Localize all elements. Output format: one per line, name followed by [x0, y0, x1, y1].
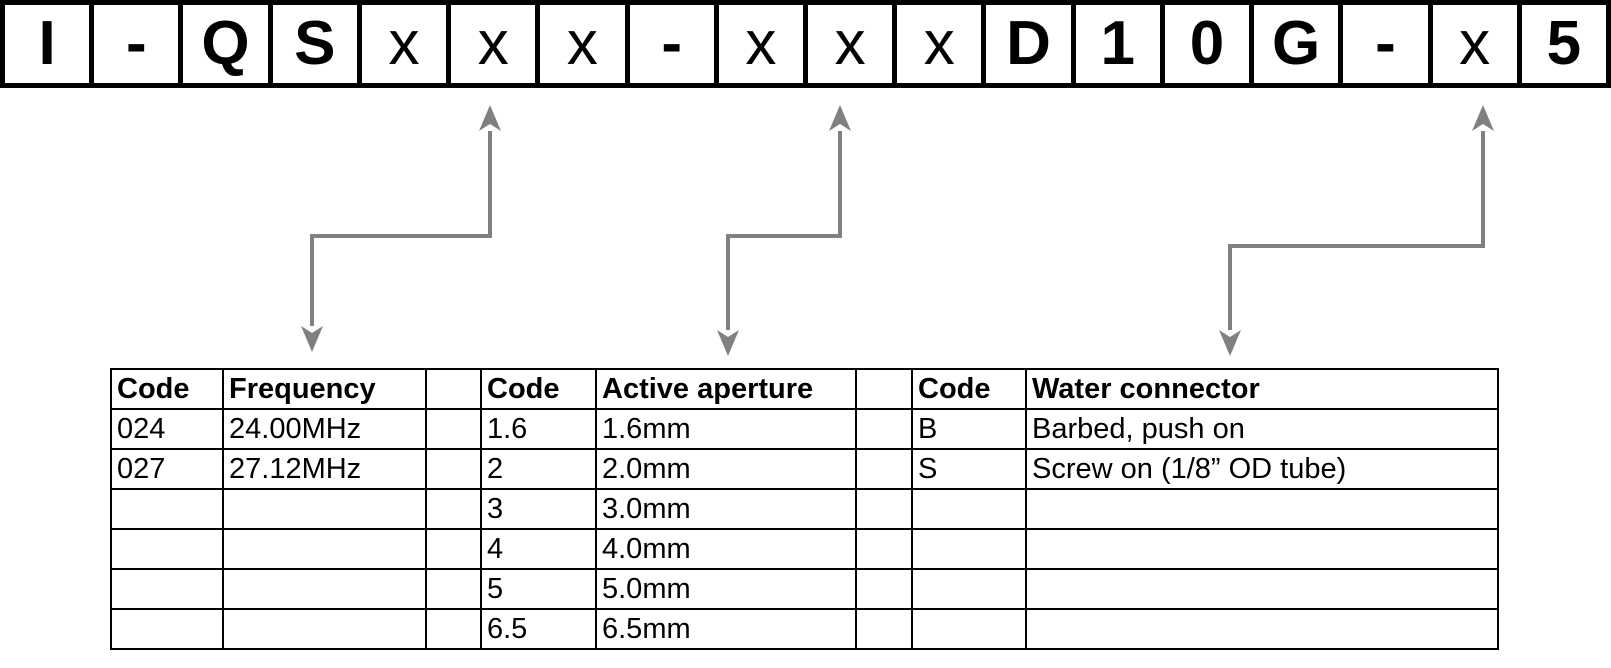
part-number-cell-18[interactable]: 5	[1521, 5, 1611, 83]
part-number-cell-5[interactable]: x	[361, 5, 452, 83]
header-spacer-1	[425, 368, 482, 410]
cell-spacer-2	[855, 608, 913, 650]
cell-spacer-1	[425, 568, 482, 610]
table-row[interactable]: 027 27.12MHz 2 2.0mm S Screw on (1/8” OD…	[110, 448, 1499, 490]
cell-aperture-value: 6.5mm	[595, 608, 857, 650]
cell-frequency-code	[110, 568, 224, 610]
cell-water-value: Barbed, push on	[1025, 408, 1499, 450]
cell-frequency-value	[222, 488, 427, 530]
cell-water-code	[911, 608, 1027, 650]
cell-water-code: S	[911, 448, 1027, 490]
cell-aperture-value: 4.0mm	[595, 528, 857, 570]
cell-spacer-1	[425, 408, 482, 450]
cell-aperture-code: 5	[480, 568, 597, 610]
specification-table-wrapper: Code Frequency Code Active aperture Code…	[110, 368, 1499, 650]
part-number-cell-11[interactable]: x	[897, 5, 987, 83]
part-number-cell-12[interactable]: D	[986, 5, 1076, 83]
cell-frequency-code	[110, 608, 224, 650]
part-number-cell-14[interactable]: 0	[1164, 5, 1255, 83]
part-number-cell-2[interactable]: -	[94, 5, 184, 83]
connector-arrow-frequency	[301, 105, 501, 352]
cell-spacer-2	[855, 528, 913, 570]
cell-aperture-value: 5.0mm	[595, 568, 857, 610]
cell-water-code: B	[911, 408, 1027, 450]
header-water-value: Water connector	[1025, 368, 1499, 410]
cell-spacer-2	[855, 448, 913, 490]
header-water-code: Code	[911, 368, 1027, 410]
cell-frequency-code: 024	[110, 408, 224, 450]
cell-frequency-value: 27.12MHz	[222, 448, 427, 490]
cell-water-value	[1025, 488, 1499, 530]
part-number-cell-8[interactable]: -	[629, 5, 719, 83]
cell-water-value: Screw on (1/8” OD tube)	[1025, 448, 1499, 490]
cell-spacer-1	[425, 448, 482, 490]
table-row[interactable]: 6.5 6.5mm	[110, 608, 1499, 650]
cell-aperture-code: 2	[480, 448, 597, 490]
part-number-cell-7[interactable]: x	[540, 5, 630, 83]
part-number-cell-9[interactable]: x	[718, 5, 808, 83]
cell-spacer-1	[425, 528, 482, 570]
cell-aperture-value: 2.0mm	[595, 448, 857, 490]
cell-spacer-1	[425, 608, 482, 650]
cell-aperture-code: 4	[480, 528, 597, 570]
part-number-cell-15[interactable]: G	[1254, 5, 1344, 83]
cell-aperture-code: 1.6	[480, 408, 597, 450]
specification-table: Code Frequency Code Active aperture Code…	[110, 368, 1499, 650]
part-number-strip: I - Q S x x x - x x x D 1 0 G - x 5	[0, 0, 1611, 88]
table-header-row: Code Frequency Code Active aperture Code…	[110, 368, 1499, 410]
cell-aperture-value: 1.6mm	[595, 408, 857, 450]
header-aperture-code: Code	[480, 368, 597, 410]
part-number-cell-13[interactable]: 1	[1075, 5, 1165, 83]
cell-frequency-code	[110, 528, 224, 570]
cell-frequency-value	[222, 528, 427, 570]
table-row[interactable]: 4 4.0mm	[110, 528, 1499, 570]
header-aperture-value: Active aperture	[595, 368, 857, 410]
cell-frequency-code: 027	[110, 448, 224, 490]
cell-spacer-2	[855, 408, 913, 450]
cell-frequency-value: 24.00MHz	[222, 408, 427, 450]
cell-water-code	[911, 568, 1027, 610]
cell-spacer-2	[855, 488, 913, 530]
part-number-cell-3[interactable]: Q	[183, 5, 273, 83]
cell-water-code	[911, 528, 1027, 570]
header-spacer-2	[855, 368, 913, 410]
part-number-cell-1[interactable]: I	[5, 5, 95, 83]
cell-water-value	[1025, 608, 1499, 650]
cell-water-code	[911, 488, 1027, 530]
header-frequency-code: Code	[110, 368, 224, 410]
cell-frequency-value	[222, 608, 427, 650]
part-number-cell-17[interactable]: x	[1432, 5, 1522, 83]
table-row[interactable]: 5 5.0mm	[110, 568, 1499, 610]
cell-spacer-2	[855, 568, 913, 610]
cell-aperture-code: 3	[480, 488, 597, 530]
connector-arrow-active-aperture	[717, 105, 851, 356]
header-frequency-value: Frequency	[222, 368, 427, 410]
part-number-cell-10[interactable]: x	[807, 5, 898, 83]
table-row[interactable]: 024 24.00MHz 1.6 1.6mm B Barbed, push on	[110, 408, 1499, 450]
table-row[interactable]: 3 3.0mm	[110, 488, 1499, 530]
connector-arrow-water-connector	[1219, 105, 1494, 356]
cell-frequency-value	[222, 568, 427, 610]
cell-spacer-1	[425, 488, 482, 530]
cell-water-value	[1025, 568, 1499, 610]
cell-aperture-code: 6.5	[480, 608, 597, 650]
part-number-cell-4[interactable]: S	[272, 5, 362, 83]
part-number-cell-16[interactable]: -	[1343, 5, 1433, 83]
cell-water-value	[1025, 528, 1499, 570]
cell-frequency-code	[110, 488, 224, 530]
part-number-cell-6[interactable]: x	[451, 5, 541, 83]
cell-aperture-value: 3.0mm	[595, 488, 857, 530]
